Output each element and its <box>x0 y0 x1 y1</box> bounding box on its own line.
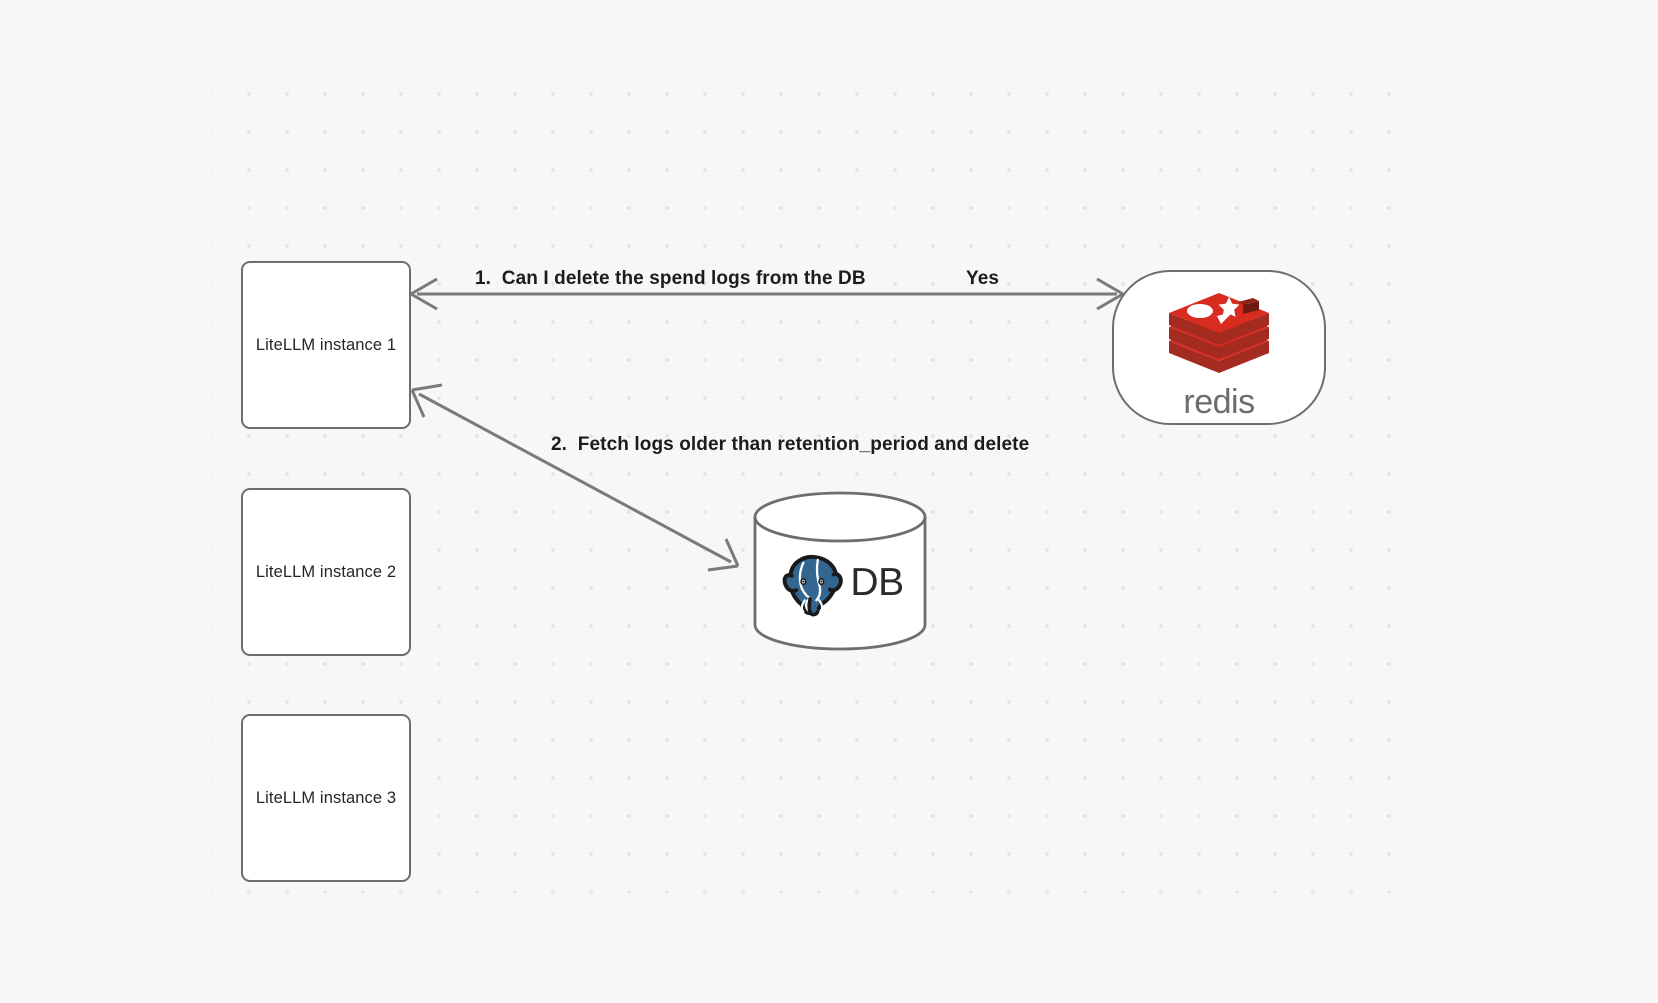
db-content-row: DB <box>752 538 928 628</box>
node-redis[interactable]: redis <box>1112 270 1326 425</box>
node-label: LiteLLM instance 2 <box>255 562 397 581</box>
db-label: DB <box>850 561 904 604</box>
node-litellm-instance-2[interactable]: LiteLLM instance 2 <box>241 488 411 656</box>
redis-wordmark: redis <box>1183 383 1255 421</box>
svg-text:redis: redis <box>1183 383 1254 421</box>
node-litellm-instance-1[interactable]: LiteLLM instance 1 <box>241 261 411 429</box>
edge-label-action: 2. Fetch logs older than retention_perio… <box>551 434 1030 455</box>
edge-litellm1-db <box>410 383 740 572</box>
node-database[interactable]: DB <box>752 490 928 652</box>
node-label: LiteLLM instance 1 <box>255 335 397 354</box>
edge-label-answer: Yes <box>966 268 1000 289</box>
postgresql-elephant-icon <box>783 554 844 617</box>
node-label: LiteLLM instance 3 <box>255 788 397 807</box>
node-litellm-instance-3[interactable]: LiteLLM instance 3 <box>241 714 411 882</box>
edge-label-question: 1. Can I delete the spend logs from the … <box>475 268 866 289</box>
redis-logo-icon <box>1169 292 1269 373</box>
